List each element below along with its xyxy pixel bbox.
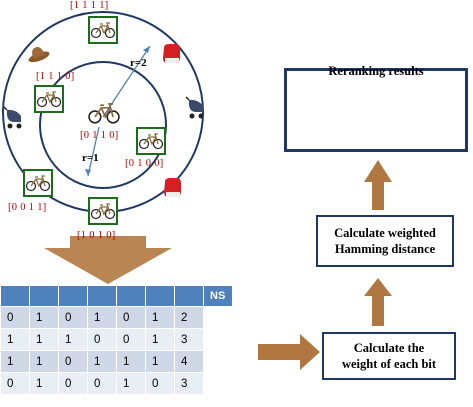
bike-node-lower-left <box>23 169 53 197</box>
header-bit-2 <box>29 285 59 307</box>
bike-node-right <box>136 127 166 155</box>
hamming-box-line1: Calculate weighted <box>334 226 436 240</box>
table-cell: 1 <box>29 372 59 395</box>
glove-item-bottom-right <box>164 178 181 197</box>
header-bit-7 <box>174 285 204 307</box>
radius-label-outer: r=2 <box>130 57 147 69</box>
table-cell: 1 <box>58 328 88 351</box>
table-cell: 0 <box>87 328 117 351</box>
hamming-box-line2: Hamming distance <box>334 242 436 256</box>
table-cell: 1 <box>145 328 175 351</box>
table-cell: 1 <box>29 350 59 373</box>
header-ns: NS <box>203 285 233 307</box>
weight-box-line1: Calculate the <box>353 341 425 355</box>
table-row: 0 1 0 0 1 0 3 <box>0 372 233 395</box>
table-cell: 1 <box>0 350 30 373</box>
bit-table: NS 0 1 0 1 0 1 2 1 1 1 0 0 1 3 1 1 0 1 1… <box>0 285 233 395</box>
rerank-title: Reranking results <box>328 64 424 78</box>
code-label-bottom: [1 0 1 0] <box>77 230 116 241</box>
table-cell: 1 <box>87 350 117 373</box>
table-cell: 1 <box>145 350 175 373</box>
stroller-item-right <box>185 96 205 120</box>
bike-node-upper-left <box>34 85 64 113</box>
table-cell: 1 <box>87 306 117 329</box>
table-cell: 0 <box>58 306 88 329</box>
table-cell: 0 <box>145 372 175 395</box>
bike-node-bottom <box>88 197 118 225</box>
header-bit-6 <box>145 285 175 307</box>
table-cell-ns: 3 <box>174 328 204 351</box>
table-cell: 1 <box>116 372 146 395</box>
hat-item <box>25 43 51 65</box>
down-arrow <box>44 236 172 284</box>
stroller-item-left <box>3 106 23 130</box>
up-arrow-upper <box>364 160 392 210</box>
table-cell-ns: 2 <box>174 306 204 329</box>
table-cell: 0 <box>116 328 146 351</box>
glove-item-top-right <box>163 44 180 63</box>
table-cell: 1 <box>29 328 59 351</box>
weight-box: Calculate the weight of each bit <box>322 332 456 380</box>
table-row: 1 1 1 0 0 1 3 <box>0 328 233 351</box>
header-bit-4 <box>87 285 117 307</box>
weight-box-line2: weight of each bit <box>341 357 437 371</box>
header-bit-3 <box>58 285 88 307</box>
table-cell: 1 <box>0 328 30 351</box>
table-cell: 0 <box>0 306 30 329</box>
table-row: 1 1 0 1 1 1 4 <box>0 350 233 373</box>
right-arrow <box>258 334 320 370</box>
table-cell: 0 <box>58 372 88 395</box>
code-label-center: [0 1 1 0] <box>80 130 119 141</box>
radius-arrow-outer <box>102 45 151 118</box>
table-cell-ns: 4 <box>174 350 204 373</box>
rerank-box <box>284 68 468 152</box>
inner-circle <box>39 61 167 189</box>
code-label-right: [0 1 0 0] <box>125 158 164 169</box>
header-bit-1 <box>0 285 30 307</box>
bike-node-center <box>88 103 120 124</box>
table-cell: 1 <box>116 350 146 373</box>
table-cell: 0 <box>116 306 146 329</box>
up-arrow-lower <box>364 278 392 326</box>
table-cell-ns: 3 <box>174 372 204 395</box>
table-cell: 0 <box>87 372 117 395</box>
table-header-row: NS <box>0 285 233 307</box>
code-label-top: [1 1 1 1] <box>70 0 109 11</box>
header-bit-5 <box>116 285 146 307</box>
table-cell: 0 <box>58 350 88 373</box>
table-row: 0 1 0 1 0 1 2 <box>0 306 233 329</box>
radius-label-inner: r=1 <box>82 152 99 164</box>
table-cell: 1 <box>145 306 175 329</box>
radius-arrow-inner <box>87 126 100 177</box>
table-cell: 1 <box>29 306 59 329</box>
code-label-upper-left: [1 1 1 0] <box>36 71 75 82</box>
code-label-lower-left: [0 0 1 1] <box>8 202 47 213</box>
bike-node-top <box>88 16 118 44</box>
table-cell: 0 <box>0 372 30 395</box>
